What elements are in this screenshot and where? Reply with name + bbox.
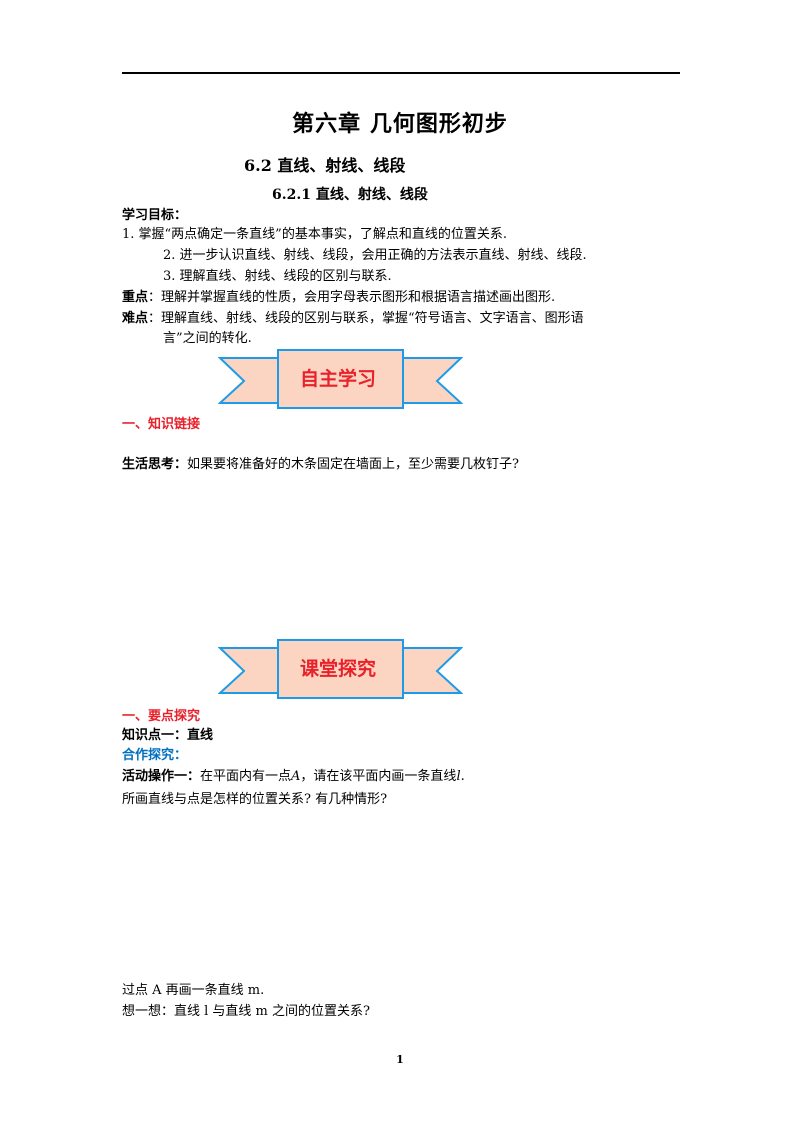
line-l-var: l	[456, 769, 461, 784]
key-point-text: ：理解并掌握直线的性质，会用字母表示图形和根据语言描述画出图形.	[148, 290, 556, 305]
objectives-heading: 学习目标：	[122, 208, 188, 223]
chapter-title: 第六章 几何图形初步	[292, 111, 508, 137]
banner-self-study-text: 自主学习	[299, 368, 376, 390]
banner-self-study: 自主学习	[218, 345, 463, 415]
section-title: 6.2 直线、射线、线段	[244, 156, 406, 175]
objective-item-3: 3. 理解直线、射线、线段的区别与联系.	[163, 269, 392, 284]
difficulty-text-line1: ：理解直线、射线、线段的区别与联系，掌握“符号语言、文字语言、图形语	[148, 311, 584, 326]
key-point-label: 重点	[122, 290, 149, 305]
activity-text-a: 在平面内有一点	[200, 769, 292, 784]
difficulty: 难点：理解直线、射线、线段的区别与联系，掌握“符号语言、文字语言、图形语	[122, 310, 584, 327]
activity-text-c: .	[460, 769, 465, 784]
activity-label: 活动操作一：	[122, 769, 201, 784]
difficulty-text-line2: 言”之间的转化.	[163, 331, 252, 346]
objective-item-2: 2. 进一步认识直线、射线、线段，会用正确的方法表示直线、射线、线段.	[163, 248, 587, 263]
banner-class-explore: 课堂探究	[218, 635, 463, 705]
knowledge-link-heading: 一、知识链接	[122, 417, 201, 432]
ribbon-shape	[218, 349, 463, 409]
life-question-label: 生活思考：	[122, 457, 188, 472]
knowledge-point-one: 知识点一：直线	[122, 728, 214, 743]
activity-one: 活动操作一：在平面内有一点A，请在该平面内画一条直线l.	[122, 768, 465, 785]
key-point: 重点：理解并掌握直线的性质，会用字母表示图形和根据语言描述画出图形.	[122, 289, 555, 306]
banner-class-explore-text: 课堂探究	[299, 658, 376, 680]
objective-item-1: 1. 掌握“两点确定一条直线”的基本事实，了解点和直线的位置关系.	[122, 227, 507, 242]
draw-line-m: 过点 A 再画一条直线 m.	[122, 983, 265, 998]
ribbon-shape	[218, 639, 463, 699]
life-question-text: 如果要将准备好的木条固定在墙面上，至少需要几枚钉子?	[187, 457, 519, 472]
question-position: 所画直线与点是怎样的位置关系? 有几种情形?	[122, 792, 388, 807]
cooperate-explore: 合作探究：	[122, 748, 188, 763]
key-explore-heading: 一、要点探究	[122, 709, 201, 724]
header-rule	[122, 72, 680, 74]
life-question: 生活思考：如果要将准备好的木条固定在墙面上，至少需要几枚钉子?	[122, 456, 519, 473]
point-a-var: A	[291, 769, 301, 784]
page-number: 1	[396, 1053, 404, 1066]
subsection-title: 6.2.1 直线、射线、线段	[272, 187, 428, 203]
activity-text-b: ，请在该平面内画一条直线	[300, 769, 457, 784]
think-question: 想一想：直线 l 与直线 m 之间的位置关系?	[122, 1004, 370, 1019]
difficulty-label: 难点	[122, 311, 149, 326]
